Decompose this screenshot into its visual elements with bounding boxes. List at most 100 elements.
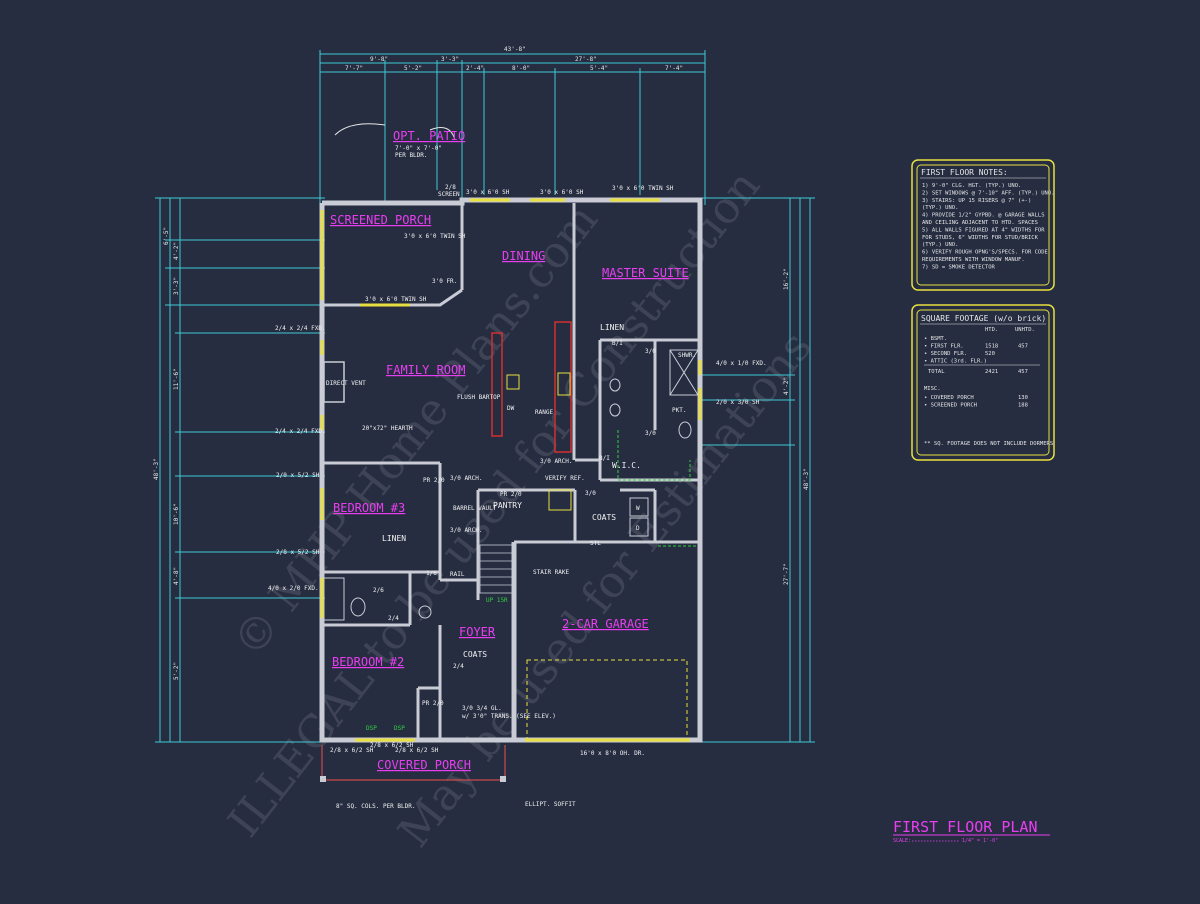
covered-porch-slab (320, 745, 506, 782)
notes-items: 1) 9'-0" CLG. HGT. (TYP.) UNO.2) SET WIN… (922, 183, 1054, 270)
stl-label: STL (590, 540, 601, 547)
ellipt-note: ELLIPT. SOFFIT (525, 801, 576, 808)
dryer-label: D (636, 525, 640, 532)
notes-item: FOR STUDS, 6" WIDTHS FOR STUD/BRICK (922, 235, 1039, 241)
pr-bed2: PR 2/0 (422, 700, 444, 707)
wic-shelving (617, 430, 698, 547)
sqft-row-htd: 520 (985, 351, 995, 357)
win-bed3: 2/0 x 5/2 SH (276, 472, 320, 479)
win-front-1: 2/8 x 6/2 SH (370, 742, 414, 749)
sqft-misc-value: 188 (1018, 403, 1028, 409)
sqft-col-htd: HTD. (985, 327, 998, 333)
bath-fixtures (323, 349, 699, 621)
dim-left-f: 4'-8" (173, 567, 180, 585)
door-24-b: 2/4 (453, 663, 464, 670)
room-master-suite: MASTER SUITE (602, 266, 689, 280)
sqft-misc-label: • SCREENED PORCH (924, 403, 977, 409)
sqft-misc-title: MISC. (924, 386, 941, 392)
flush-bartop: FLUSH BARTOP (457, 394, 501, 401)
sqft-row-label: • ATTIC (3rd. FLR.) (924, 359, 987, 365)
title-block: FIRST FLOOR PLAN SCALE: 1/4" = 1'-0" (893, 818, 1050, 844)
screen-word: SCREEN (438, 191, 460, 198)
notes-item: 4) PROVIDE 1/2" GYPBD. @ GARAGE WALLS (922, 213, 1045, 219)
notes-item: (TYP.) UNO. (922, 205, 958, 211)
stair-rake: STAIR RAKE (533, 569, 570, 576)
garage-door-outline (526, 659, 688, 741)
dim-right-overall: 48'-3" (803, 468, 810, 490)
door-16: 1/6 (426, 570, 437, 577)
dim-left-b: 4'-2" (173, 242, 180, 260)
shwr-label: SHWR. (678, 352, 696, 359)
sqft-footnote: ** SQ. FOOTAGE DOES NOT INCLUDE DORMERS (924, 441, 1053, 447)
pr-pantry: PR 2/0 (500, 491, 522, 498)
door-26-a: 2/6 (373, 587, 384, 594)
verify-ref: VERIFY REF. (545, 475, 585, 482)
fr-door: 3'0 FR. (432, 278, 457, 285)
room-family-room: FAMILY ROOM (386, 363, 465, 377)
barrel-vault: BARREL VAULT (453, 505, 497, 512)
dim-left-a: 6'-5" (163, 227, 170, 245)
room-bedroom-3: BEDROOM #3 (333, 501, 405, 515)
notes-item: 1) 9'-0" CLG. HGT. (TYP.) UNO. (922, 183, 1021, 189)
dim-top-a: 9'-8" (370, 56, 388, 63)
dim-right-a: 16'-2" (783, 268, 790, 290)
notes-box: FIRST FLOOR NOTES: 1) 9'-0" CLG. HGT. (T… (911, 159, 1055, 291)
dsp-1: DSP (366, 725, 377, 732)
room-coats-kitchen: COATS (592, 513, 616, 522)
dim-left-e: 10'-6" (173, 503, 180, 525)
dim-overall-top: 43'-8" (504, 46, 526, 53)
dim-left-g: 5'-2" (173, 662, 180, 680)
kitchen-cabinets (491, 321, 572, 511)
garage-door-label: 16'0 x 8'0 OH. DR. (580, 750, 645, 757)
room-dining: DINING (502, 249, 545, 263)
dim-right-b: 4'-2" (783, 377, 790, 395)
cols-note: 8" SQ. COLS. PER BLDR. (336, 803, 415, 810)
dim-left-overall: 48'-3" (153, 458, 160, 480)
dim-top-b: 3'-3" (441, 56, 459, 63)
room-linen-master: LINEN (600, 323, 624, 332)
top-dimensions: 43'-8" 9'-8" 3'-3" 27'-8" 7'-7" 5'-2" 2'… (319, 46, 706, 215)
sqft-total-unhtd: 457 (1018, 369, 1028, 375)
patio-note: PER BLDR. (395, 152, 428, 159)
arch-kitchen: 3/0 ARCH. (540, 458, 573, 465)
room-covered-porch: COVERED PORCH (377, 758, 471, 772)
scale-value: 1/4" = 1'-0" (962, 838, 998, 844)
room-patio: OPT. PATIO (393, 129, 465, 143)
notes-item: 2) SET WINDOWS @ 7'-10" AFF. (TYP.) UNO. (922, 190, 1054, 196)
sqft-col-unhtd: UNHTD. (1015, 327, 1035, 333)
dim-top-g: 8'-0" (512, 65, 530, 72)
notes-item: 6) VERIFY ROUGH OPNG'S/SPECS. FOR CODE (922, 250, 1048, 256)
win-dining-top-2: 3'0 x 6'0 SH (540, 189, 584, 196)
front-door: 3/0 3/4 GL. (462, 705, 502, 712)
left-dimensions: 48'-3" 6'-5" 4'-2" 3'-3" 11'-6" 10'-6" 4… (153, 197, 325, 743)
fireplace (323, 361, 345, 403)
win-porch-mid: 3'0 x 6'0 TWIN SH (365, 296, 427, 303)
room-labels: SCREENED PORCH DINING MASTER SUITE FAMIL… (330, 129, 689, 772)
stair (479, 544, 513, 594)
sqft-title: SQUARE FOOTAGE (w/o brick) (921, 314, 1046, 323)
room-garage: 2-CAR GARAGE (562, 617, 649, 631)
win-front-2: 2/8 x 6/2 SH (330, 747, 374, 754)
room-coats-foyer: COATS (463, 650, 487, 659)
direct-vent: DIRECT VENT (326, 380, 366, 387)
win-hall: 2/8 x 5/2 SH (276, 549, 320, 556)
dim-top-c: 27'-8" (575, 56, 597, 63)
sqft-misc-value: 130 (1018, 395, 1028, 401)
dw-label: DW (507, 405, 515, 412)
room-screened-porch: SCREENED PORCH (330, 213, 431, 227)
win-fam-1: 2/4 x 2/4 FXD. (275, 325, 326, 332)
win-master-side: 2/0 x 3/0 SH (716, 399, 760, 406)
bi-wic: B/I (599, 455, 610, 462)
pr-bed3: PR 2/0 (423, 477, 445, 484)
washer-label: W (636, 505, 640, 512)
dim-top-d: 7'-7" (345, 65, 363, 72)
notes-item: REQUIREMENTS WITH WINDOW MANUF. (922, 257, 1025, 263)
trans-label: w/ 3'0" TRANS. (SEE ELEV.) (462, 713, 556, 720)
notes-title: FIRST FLOOR NOTES: (921, 168, 1008, 177)
win-porch-top: 3'0 x 6'0 TWIN SH (404, 233, 466, 240)
win-front-3: 2/8 x 6/2 SH (395, 747, 439, 754)
door-30-master: 3/0 (645, 348, 656, 355)
